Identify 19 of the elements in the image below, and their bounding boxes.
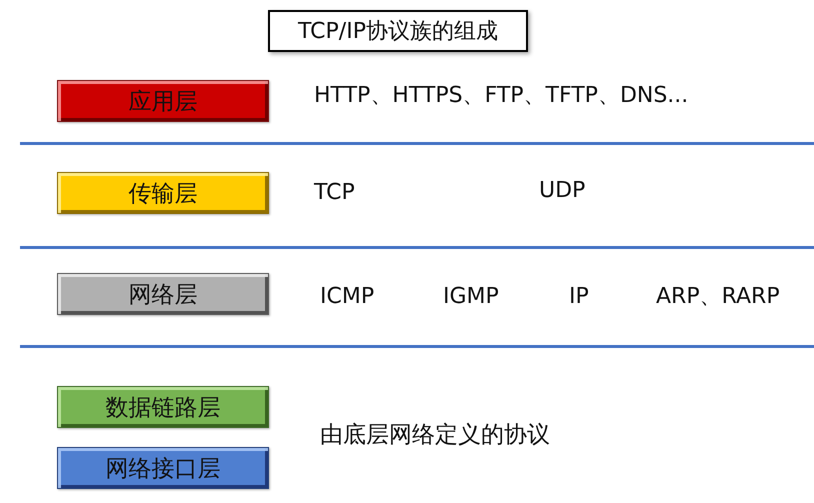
- note-text: 由底层网络定义的协议: [320, 422, 550, 450]
- title-text: TCP/IP协议族的组成: [298, 18, 498, 46]
- layer-name: 应用层: [128, 88, 198, 116]
- layer-box: [57, 80, 269, 122]
- protocol-label: ARP、RARP: [656, 284, 780, 310]
- layer-name: 传输层: [128, 180, 198, 208]
- layer-name: 网络层: [128, 280, 198, 310]
- protocol-label: IGMP: [443, 284, 499, 310]
- protocol-label: UDP: [539, 178, 586, 204]
- protocol-label: HTTP、HTTPS、FTP、TFTP、DNS...: [314, 82, 688, 110]
- layer-box: [57, 172, 269, 214]
- layer-name: 数据链路层: [106, 394, 220, 422]
- layer-box: [57, 273, 269, 315]
- layer-box: [57, 447, 269, 489]
- protocol-label: ICMP: [320, 284, 374, 310]
- protocol-label: TCP: [314, 180, 355, 206]
- layer-box: [57, 386, 269, 428]
- protocol-label: IP: [569, 284, 589, 310]
- layer-name: 网络接口层: [106, 454, 220, 484]
